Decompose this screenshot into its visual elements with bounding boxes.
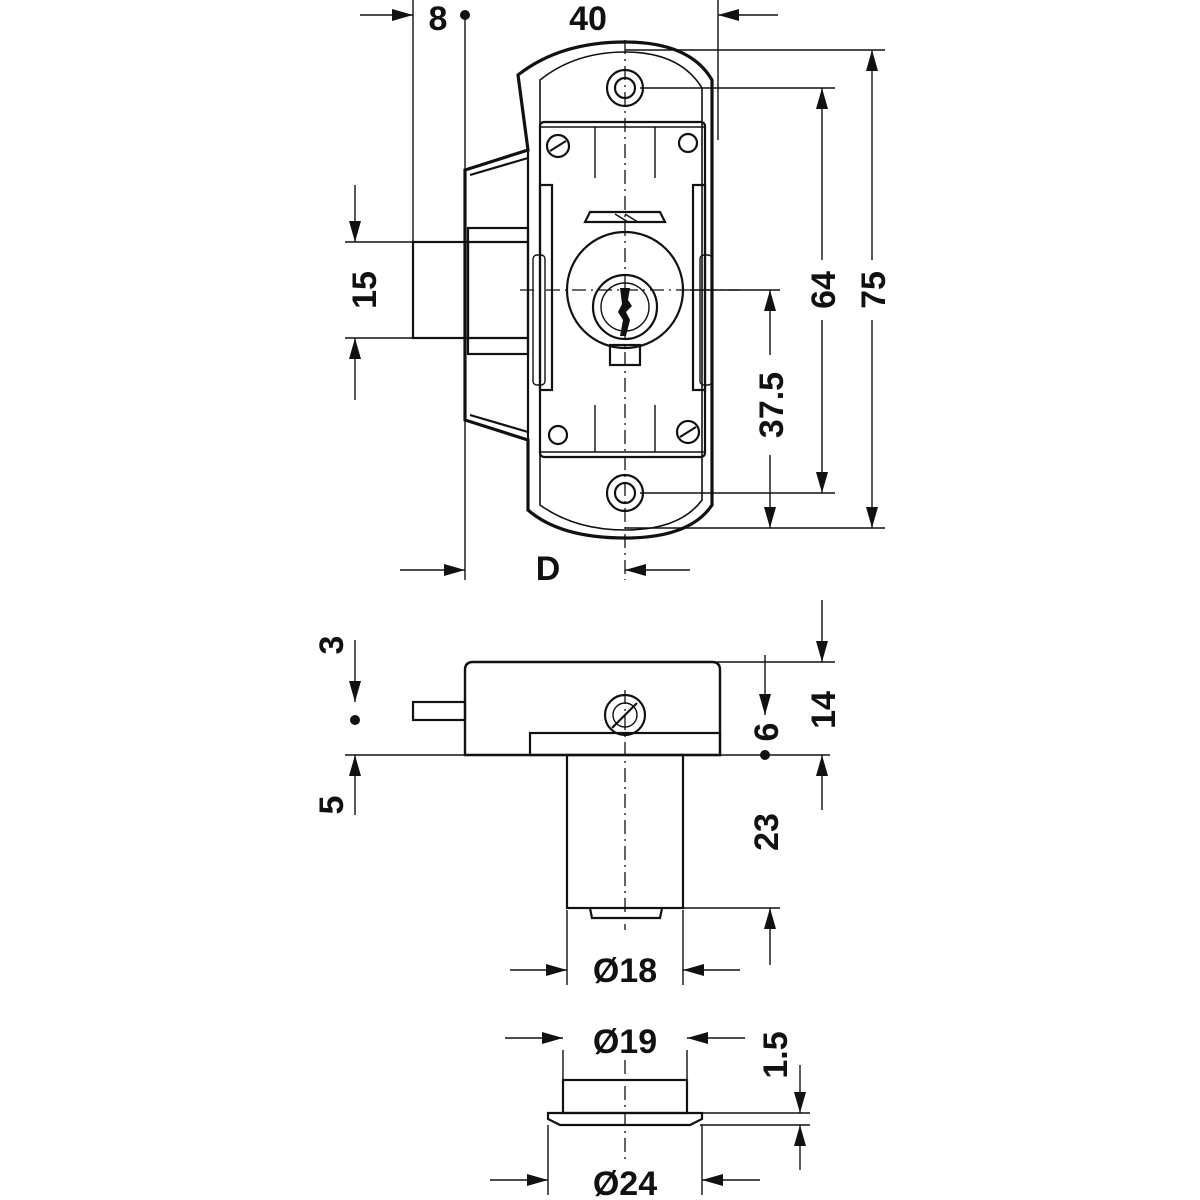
dim-cylinder-length: 23 (748, 813, 786, 851)
dim-bolt-bottom: 5 (313, 796, 351, 815)
screw-icon (545, 133, 571, 159)
lock-case-side (463, 660, 722, 757)
rose-flange (546, 1111, 704, 1127)
dim-hole-spacing: 64 (805, 271, 843, 309)
bolt-stub (411, 700, 467, 722)
dim-depth: D (536, 550, 561, 588)
dim-bolt-top: 3 (313, 636, 351, 655)
dim-total-height: 75 (855, 271, 893, 309)
rose-view: Ø19 1.5 Ø24 (490, 1023, 810, 1200)
dim-backset: 8 (429, 0, 448, 38)
dim-width: 40 (569, 0, 607, 38)
latch-bolt (411, 240, 470, 340)
screw-icon (675, 419, 701, 445)
dim-body-height: 14 (805, 691, 843, 729)
dim-rose-inner-diameter: Ø19 (593, 1023, 657, 1061)
dim-bolt-height: 15 (346, 271, 384, 309)
dim-key-center: 37.5 (753, 372, 791, 438)
screw-hole-icon (677, 132, 699, 154)
screw-hole-icon (547, 424, 569, 446)
dim-rose-outer-diameter: Ø24 (593, 1165, 657, 1200)
dim-cam-center: 6 (748, 723, 786, 742)
side-view: 3 5 14 6 23 Ø18 (313, 600, 843, 990)
lock-body-outline (463, 40, 714, 540)
front-view: 8 40 15 64 75 37.5 D (345, 0, 893, 588)
dim-cylinder-diameter: Ø18 (593, 952, 657, 990)
indicator-slot (583, 210, 667, 224)
dim-rose-flange-thickness: 1.5 (757, 1031, 795, 1078)
